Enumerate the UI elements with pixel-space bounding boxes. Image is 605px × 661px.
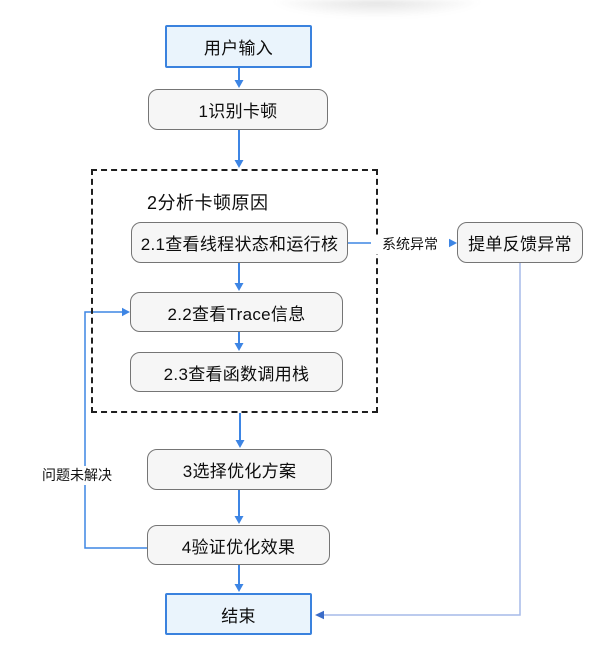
node-step1-identify-lag: 1识别卡顿 [148, 89, 328, 130]
node-step2-3-check-call-stack: 2.3查看函数调用栈 [130, 352, 343, 392]
top-shadow-artifact [243, 0, 511, 26]
edge-label-system-error: 系统异常 [371, 235, 449, 254]
analysis-group-title: 2分析卡顿原因 [147, 193, 269, 213]
node-user-input: 用户输入 [165, 25, 312, 68]
arrowhead-group [234, 160, 244, 168]
node-step2-2-check-trace-info: 2.2查看Trace信息 [130, 292, 343, 332]
node-step4-verify-optimization: 4验证优化效果 [147, 525, 330, 565]
node-ticket-feedback-exception: 提单反馈异常 [457, 222, 583, 263]
arrowhead-step1 [234, 80, 244, 88]
arrowhead-step4 [234, 516, 244, 524]
edge-label-problem-unresolved: 问题未解决 [36, 466, 118, 485]
analysis-group-box [91, 169, 378, 413]
node-step3-select-optimization: 3选择优化方案 [147, 449, 332, 490]
arrowhead-ticket [449, 238, 457, 248]
node-end: 结束 [165, 593, 312, 635]
node-step2-1-check-thread-state: 2.1查看线程状态和运行核 [131, 222, 348, 263]
arrowhead-end [234, 584, 244, 592]
arrowhead-step3 [235, 440, 245, 448]
arrowhead-end-from-ticket [315, 610, 324, 620]
